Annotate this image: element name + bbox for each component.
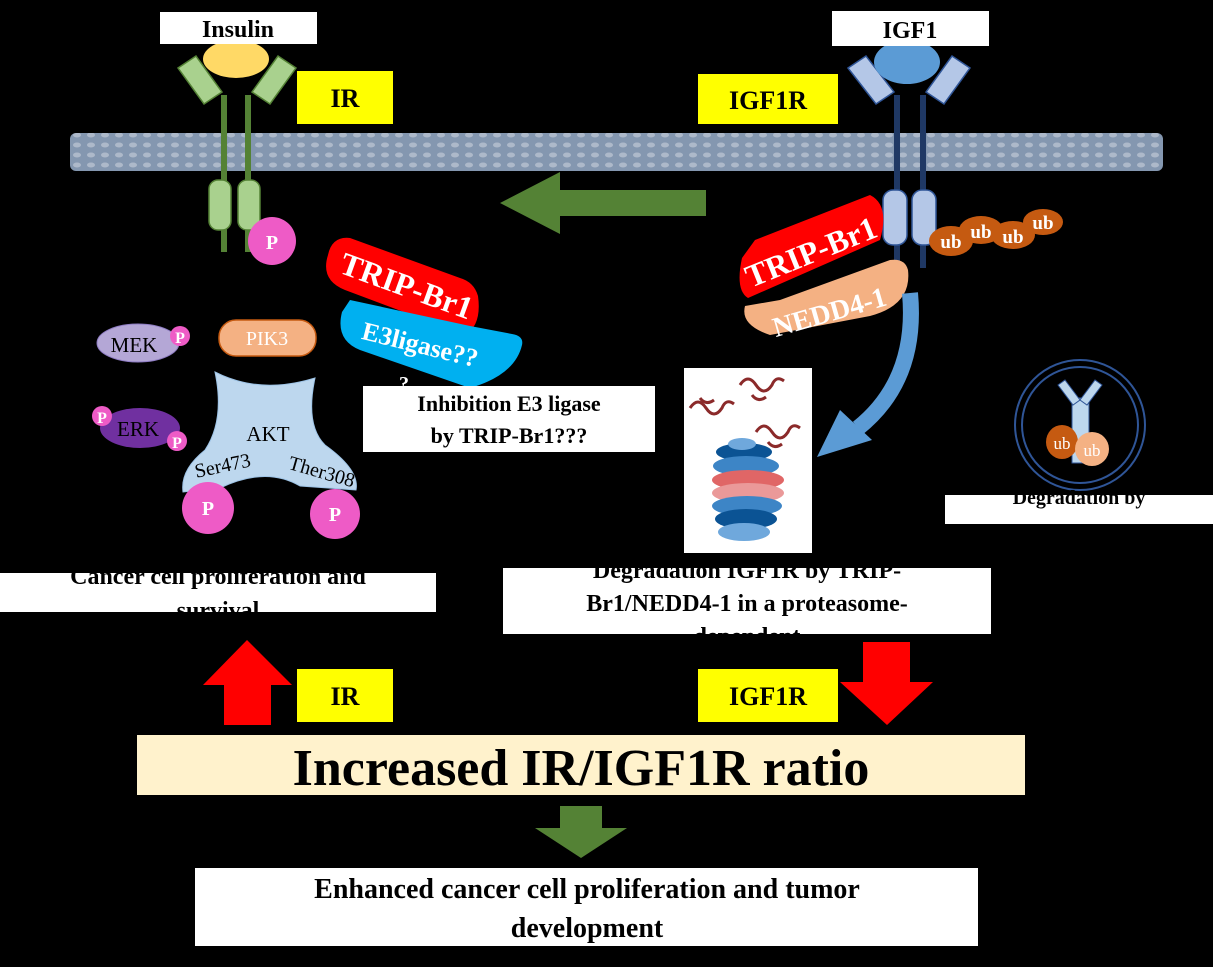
- degradation-caption-line1: Degradation IGF1R by TRIP-: [593, 558, 901, 584]
- ratio-banner: Increased IR/IGF1R ratio: [293, 740, 870, 797]
- igf1r-label-box-bottom: [698, 669, 838, 722]
- ub-label-2: ub: [970, 222, 991, 243]
- trip-br1-e3-complex: TRIP-Br1 E3ligase??: [326, 237, 523, 388]
- igf1-label-box: [832, 11, 989, 46]
- ubiquitin-chain: ub ub ub ub: [929, 209, 1063, 256]
- red-down-arrow: [840, 642, 933, 725]
- outcome-caption-box: [195, 868, 978, 946]
- lysosome-caption-box: [945, 495, 1213, 524]
- erk-phospho-1: [92, 406, 112, 426]
- cancer-caption-box: [0, 573, 436, 612]
- inhibition-caption-line2: by TRIP-Br1???: [431, 423, 588, 448]
- akt-phospho-1: [182, 482, 234, 534]
- akt-label: AKT: [246, 422, 289, 446]
- ub-label-4: ub: [1032, 213, 1053, 234]
- ir-receptor: [176, 54, 298, 252]
- akt-phospho-label-1: P: [202, 498, 214, 520]
- ir-phospho-circle: [248, 217, 296, 265]
- trip-br1-nedd-complex: NEDD4-1 TRIP-Br1: [739, 195, 909, 344]
- insulin-label: Insulin: [202, 17, 274, 43]
- lysosome-caption-line1: Degradation by: [1013, 487, 1146, 509]
- blue-arrow-head: [817, 410, 872, 457]
- cell-membrane: [70, 133, 1163, 171]
- mystery-mark: ?: [399, 373, 409, 395]
- akt-phospho-2: [310, 489, 360, 539]
- ratio-banner-box: [137, 735, 1025, 795]
- lysosome: ub ub: [1014, 359, 1146, 491]
- outcome-caption-line2: development: [511, 913, 664, 944]
- erk-phospho-label-1: P: [97, 410, 107, 427]
- mek-phospho-label: P: [175, 330, 185, 347]
- ir-label-bottom: IR: [331, 682, 360, 711]
- igf1r-receptor: [846, 54, 972, 268]
- erk-phospho-label-2: P: [172, 435, 182, 452]
- lyso-ub-2: ub: [1084, 441, 1101, 460]
- pik3-node: [218, 319, 317, 357]
- red-up-arrow: [203, 640, 292, 725]
- igf1-ligand: [874, 40, 940, 84]
- erk-label: ERK: [117, 417, 159, 441]
- degradation-caption-line3: dependent: [694, 624, 801, 650]
- insulin-ligand: [203, 40, 269, 78]
- green-arrow-left: [500, 172, 706, 234]
- lyso-ub-1: ub: [1054, 434, 1071, 453]
- ir-label-top: IR: [331, 84, 360, 113]
- green-down-arrow: [535, 806, 627, 858]
- pik3-label: PIK3: [246, 328, 288, 350]
- cancer-caption-line2: survival: [177, 598, 260, 624]
- erk-phospho-2: [167, 431, 187, 451]
- degradation-caption-box: [503, 568, 991, 634]
- ir-phospho-label: P: [266, 232, 278, 254]
- igf1r-label-box-top: [698, 74, 838, 124]
- insulin-label-box: [160, 12, 317, 44]
- mek-label: MEK: [111, 333, 158, 357]
- akt-node: [182, 371, 357, 493]
- igf1r-label-bottom: IGF1R: [729, 682, 807, 711]
- ub-label-1: ub: [940, 232, 961, 253]
- erk-node: [100, 408, 180, 448]
- outcome-caption-line1: Enhanced cancer cell proliferation and t…: [314, 874, 860, 905]
- igf1-label: IGF1: [883, 18, 938, 44]
- degradation-caption-line2: Br1/NEDD4-1 in a proteasome-: [586, 591, 908, 617]
- inhibition-caption-box: [363, 386, 655, 452]
- akt-phospho-label-2: P: [329, 504, 341, 526]
- ub-label-3: ub: [1002, 227, 1023, 248]
- cancer-caption-line1: Cancer cell proliferation and: [70, 564, 366, 590]
- ir-label-box-top: [297, 71, 393, 124]
- ir-label-box-bottom: [297, 669, 393, 722]
- inhibition-caption-line1: Inhibition E3 ligase: [417, 391, 601, 416]
- proteasome-image: [684, 368, 812, 553]
- igf1r-label-top: IGF1R: [729, 86, 807, 115]
- mek-phospho: [170, 326, 190, 346]
- blue-curved-arrow: [852, 292, 919, 435]
